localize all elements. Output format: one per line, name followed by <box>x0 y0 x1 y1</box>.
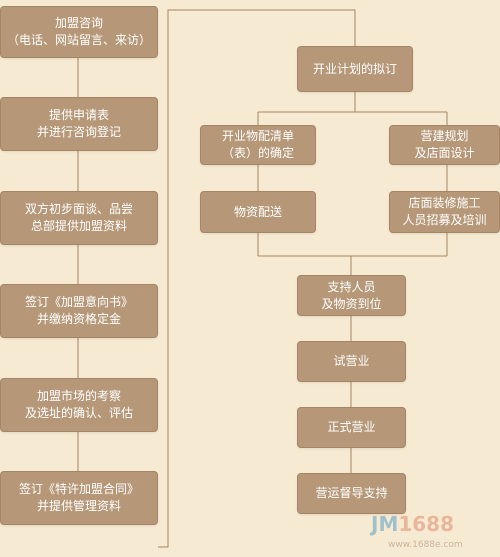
step-trial-operation: 试营业 <box>297 341 406 382</box>
step-inquiry: 加盟咨询 （电话、网站留言、来访） <box>0 6 158 58</box>
link-l6-plan <box>158 9 356 548</box>
step-opening-plan: 开业计划的拟订 <box>297 46 413 92</box>
step-store-design: 营建规划 及店面设计 <box>389 125 500 165</box>
step-franchise-contract: 签订《特许加盟合同》 并提供管理资料 <box>0 471 158 525</box>
step-operation-supervision: 营运督导支持 <box>297 473 406 514</box>
step-renovation-recruitment: 店面装修施工 人员招募及培训 <box>389 191 500 233</box>
watermark-url: www.1688e.com <box>388 540 463 550</box>
step-letter-of-intent: 签订《加盟意向书》 并缴纳资格定金 <box>0 284 158 338</box>
step-supply-list: 开业物配清单 （表）的确定 <box>200 125 316 165</box>
watermark-logo-prefix: JM <box>371 512 399 536</box>
step-application-form: 提供申请表 并进行咨询登记 <box>0 97 158 151</box>
step-initial-meeting: 双方初步面谈、品尝 总部提供加盟资料 <box>0 191 158 245</box>
step-market-survey: 加盟市场的考察 及选址的确认、评估 <box>0 378 158 432</box>
watermark-logo-number: 1688 <box>398 512 455 536</box>
step-supply-delivery: 物资配送 <box>200 191 316 233</box>
step-official-opening: 正式营业 <box>297 407 406 448</box>
step-staff-supplies-ready: 支持人员 及物资到位 <box>297 275 406 316</box>
watermark-logo: JM1688 <box>371 512 454 536</box>
